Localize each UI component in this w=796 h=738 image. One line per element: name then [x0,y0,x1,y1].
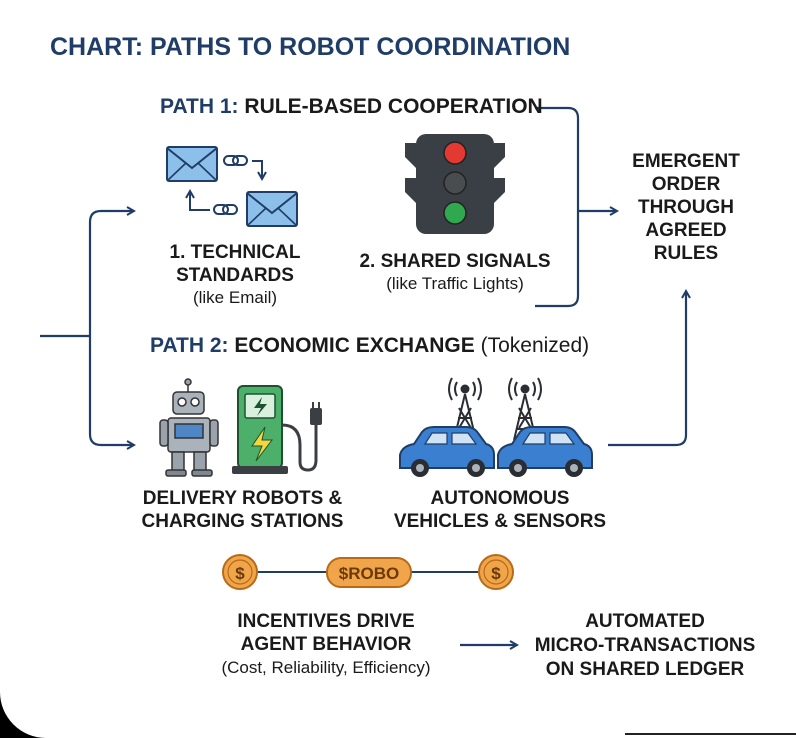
coin-icon-left: $ [222,554,258,590]
path2-header: PATH 2: ECONOMIC EXCHANGE (Tokenized) [150,334,589,358]
robo-token-badge: $ROBO [326,557,412,588]
path2-title: ECONOMIC EXCHANGE [234,334,475,357]
signal-tower-icon-left [448,377,482,441]
technical-standards-label: 1. TECHNICAL STANDARDS (like Email) [169,242,301,307]
shared-signals-label: 2. SHARED SIGNALS (like Traffic Lights) [359,251,551,293]
traffic-light-icon [405,134,505,234]
car-icon-right [497,426,593,477]
path2-suffix: (Tokenized) [480,334,590,357]
email-envelope-icon-bottom [246,191,298,227]
path1-title: RULE-BASED COOPERATION [244,95,543,118]
coin-icon-right: $ [478,554,514,590]
automated-transactions-label: AUTOMATED MICRO-TRANSACTIONS ON SHARED L… [534,611,756,680]
svg-text:$: $ [491,564,501,583]
car-icon-left [399,426,495,477]
bottom-divider-line [625,733,796,735]
path1-header: PATH 1: RULE-BASED COOPERATION [160,95,543,119]
robot-icon [159,378,219,477]
path2-to-emergent-arrow [608,292,686,447]
charging-station-icon [232,385,322,474]
chart-title: CHART: PATHS TO ROBOT COORDINATION [50,33,570,62]
chart-title-prefix: CHART: [50,33,144,61]
path1-bracket-connector [535,106,616,308]
emergent-order-label: EMERGENT ORDER THROUGH AGREED RULES [632,151,740,264]
chain-link-icon-top [223,155,262,178]
path2-prefix: PATH 2: [150,334,229,357]
path1-prefix: PATH 1: [160,95,239,118]
email-envelope-icon-top [166,146,218,182]
incentives-label: INCENTIVES DRIVE AGENT BEHAVIOR (Cost, R… [221,611,431,677]
autonomous-vehicles-label: AUTONOMOUS VEHICLES & SENSORS [393,488,607,532]
robo-token-label: $ROBO [339,564,399,583]
chain-link-icon-bottom [190,192,238,215]
delivery-robots-label: DELIVERY ROBOTS & CHARGING STATIONS [141,488,344,532]
left-branch-connector [40,211,133,445]
chart-title-text: PATHS TO ROBOT COORDINATION [150,33,571,61]
svg-text:$: $ [235,564,245,583]
